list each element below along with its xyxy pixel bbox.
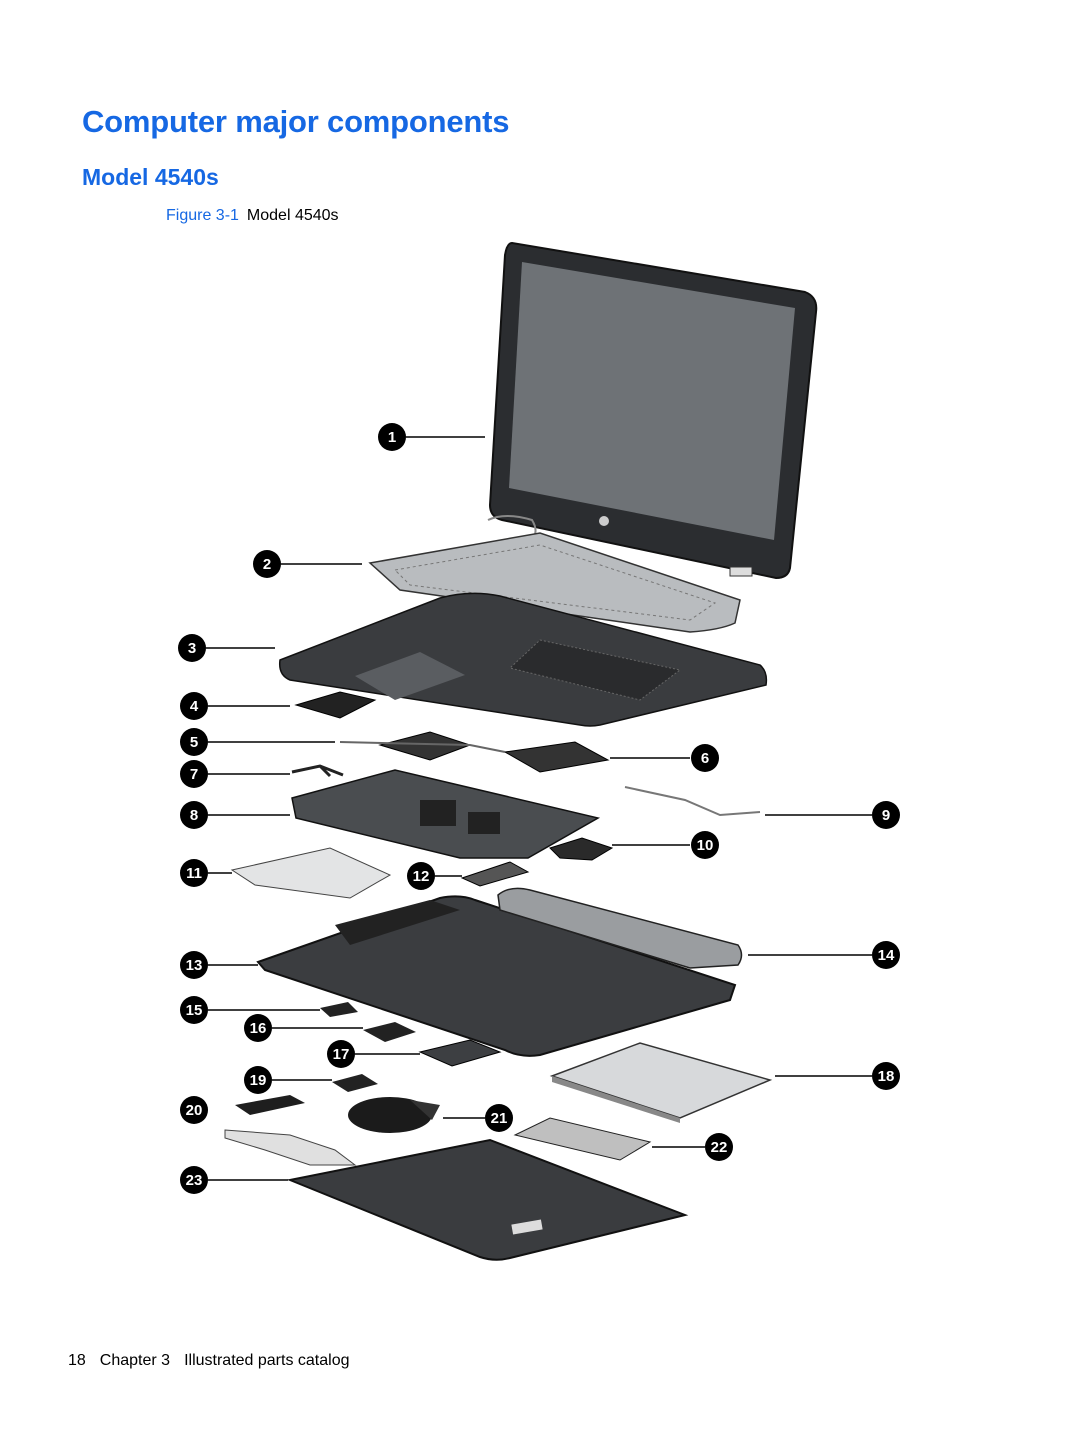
- callout-12: 12: [407, 862, 435, 890]
- page-footer: 18 Chapter 3 Illustrated parts catalog: [68, 1352, 363, 1370]
- svg-text:12: 12: [413, 868, 430, 885]
- callout-21: 21: [485, 1104, 513, 1132]
- page-title: Computer major components: [82, 104, 510, 139]
- svg-text:18: 18: [878, 1068, 895, 1085]
- figure-caption: Figure 3-1 Model 4540s: [166, 207, 339, 225]
- bluetooth-module: [320, 1002, 358, 1017]
- section-title: Model 4540s: [82, 164, 219, 190]
- svg-text:1: 1: [388, 429, 396, 446]
- callout-14: 14: [872, 941, 900, 969]
- svg-text:16: 16: [250, 1020, 267, 1037]
- speaker-assembly: [339, 731, 610, 773]
- svg-text:17: 17: [333, 1046, 350, 1063]
- base-enclosure: [256, 895, 737, 1057]
- svg-text:9: 9: [882, 807, 890, 824]
- optical-drive: [549, 1042, 773, 1123]
- callout-11: 11: [180, 859, 208, 887]
- svg-text:19: 19: [250, 1072, 267, 1089]
- hard-drive: [513, 1117, 652, 1161]
- callout-20: 20: [180, 1096, 208, 1124]
- callout-13: 13: [180, 951, 208, 979]
- callout-23: 23: [180, 1166, 208, 1194]
- figure-reference[interactable]: Figure 3-1: [166, 207, 239, 224]
- memory-module: [418, 1039, 502, 1067]
- smart-card-reader: [294, 691, 377, 719]
- callout-16: 16: [244, 1014, 272, 1042]
- figure-name: Model 4540s: [246, 207, 339, 224]
- page-number: 18: [68, 1352, 86, 1369]
- svg-text:21: 21: [491, 1110, 508, 1127]
- svg-text:8: 8: [190, 807, 198, 824]
- svg-text:14: 14: [878, 947, 895, 964]
- wlan-module: [460, 861, 530, 887]
- svg-text:20: 20: [186, 1102, 203, 1119]
- system-board: [291, 769, 601, 859]
- svg-text:3: 3: [188, 640, 196, 657]
- callout-1: 1: [378, 423, 406, 451]
- callout-19: 19: [244, 1066, 272, 1094]
- top-cover: [278, 592, 768, 727]
- callout-3: 3: [178, 634, 206, 662]
- processor: [332, 1074, 378, 1092]
- callout-22: 22: [705, 1133, 733, 1161]
- svg-text:4: 4: [190, 698, 199, 715]
- svg-text:15: 15: [186, 1002, 203, 1019]
- exploded-view-illustration: 1 2 3 4 5 6 7 8 9 10 11 12 13 14 15 16 1…: [0, 230, 1080, 1290]
- callout-badges: 1 2 3 4 5 6 7 8 9 10 11 12 13 14 15 16 1…: [178, 423, 900, 1194]
- svg-text:11: 11: [186, 865, 202, 882]
- callout-9: 9: [872, 801, 900, 829]
- svg-text:13: 13: [186, 957, 203, 974]
- heat-sink: [224, 1129, 357, 1166]
- svg-text:22: 22: [711, 1139, 728, 1156]
- callout-18: 18: [872, 1062, 900, 1090]
- hard-drive-bracket: [235, 1095, 305, 1115]
- keyboard: [368, 532, 741, 633]
- svg-text:7: 7: [190, 766, 198, 783]
- display-assembly: [487, 241, 818, 580]
- heat-shield: [230, 847, 392, 899]
- callout-5: 5: [180, 728, 208, 756]
- power-connector-cable: [291, 764, 344, 778]
- chapter-label: Chapter 3: [99, 1352, 171, 1369]
- callout-6: 6: [691, 744, 719, 772]
- callout-2: 2: [253, 550, 281, 578]
- service-door: [286, 1138, 689, 1261]
- usb-cable: [624, 786, 761, 817]
- callout-4: 4: [180, 692, 208, 720]
- fan: [348, 1097, 440, 1133]
- svg-text:6: 6: [701, 750, 709, 767]
- callout-7: 7: [180, 760, 208, 788]
- battery: [497, 887, 743, 969]
- leader-lines: [206, 436, 872, 1181]
- callout-17: 17: [327, 1040, 355, 1068]
- svg-text:23: 23: [186, 1172, 203, 1189]
- chapter-title: Illustrated parts catalog: [184, 1352, 350, 1369]
- mini-card-module: [363, 1022, 416, 1042]
- callout-10: 10: [691, 831, 719, 859]
- svg-text:10: 10: [697, 837, 714, 854]
- callout-8: 8: [180, 801, 208, 829]
- rtc-battery: [549, 837, 614, 861]
- callout-15: 15: [180, 996, 208, 1024]
- svg-text:2: 2: [263, 556, 271, 573]
- svg-text:5: 5: [190, 734, 198, 751]
